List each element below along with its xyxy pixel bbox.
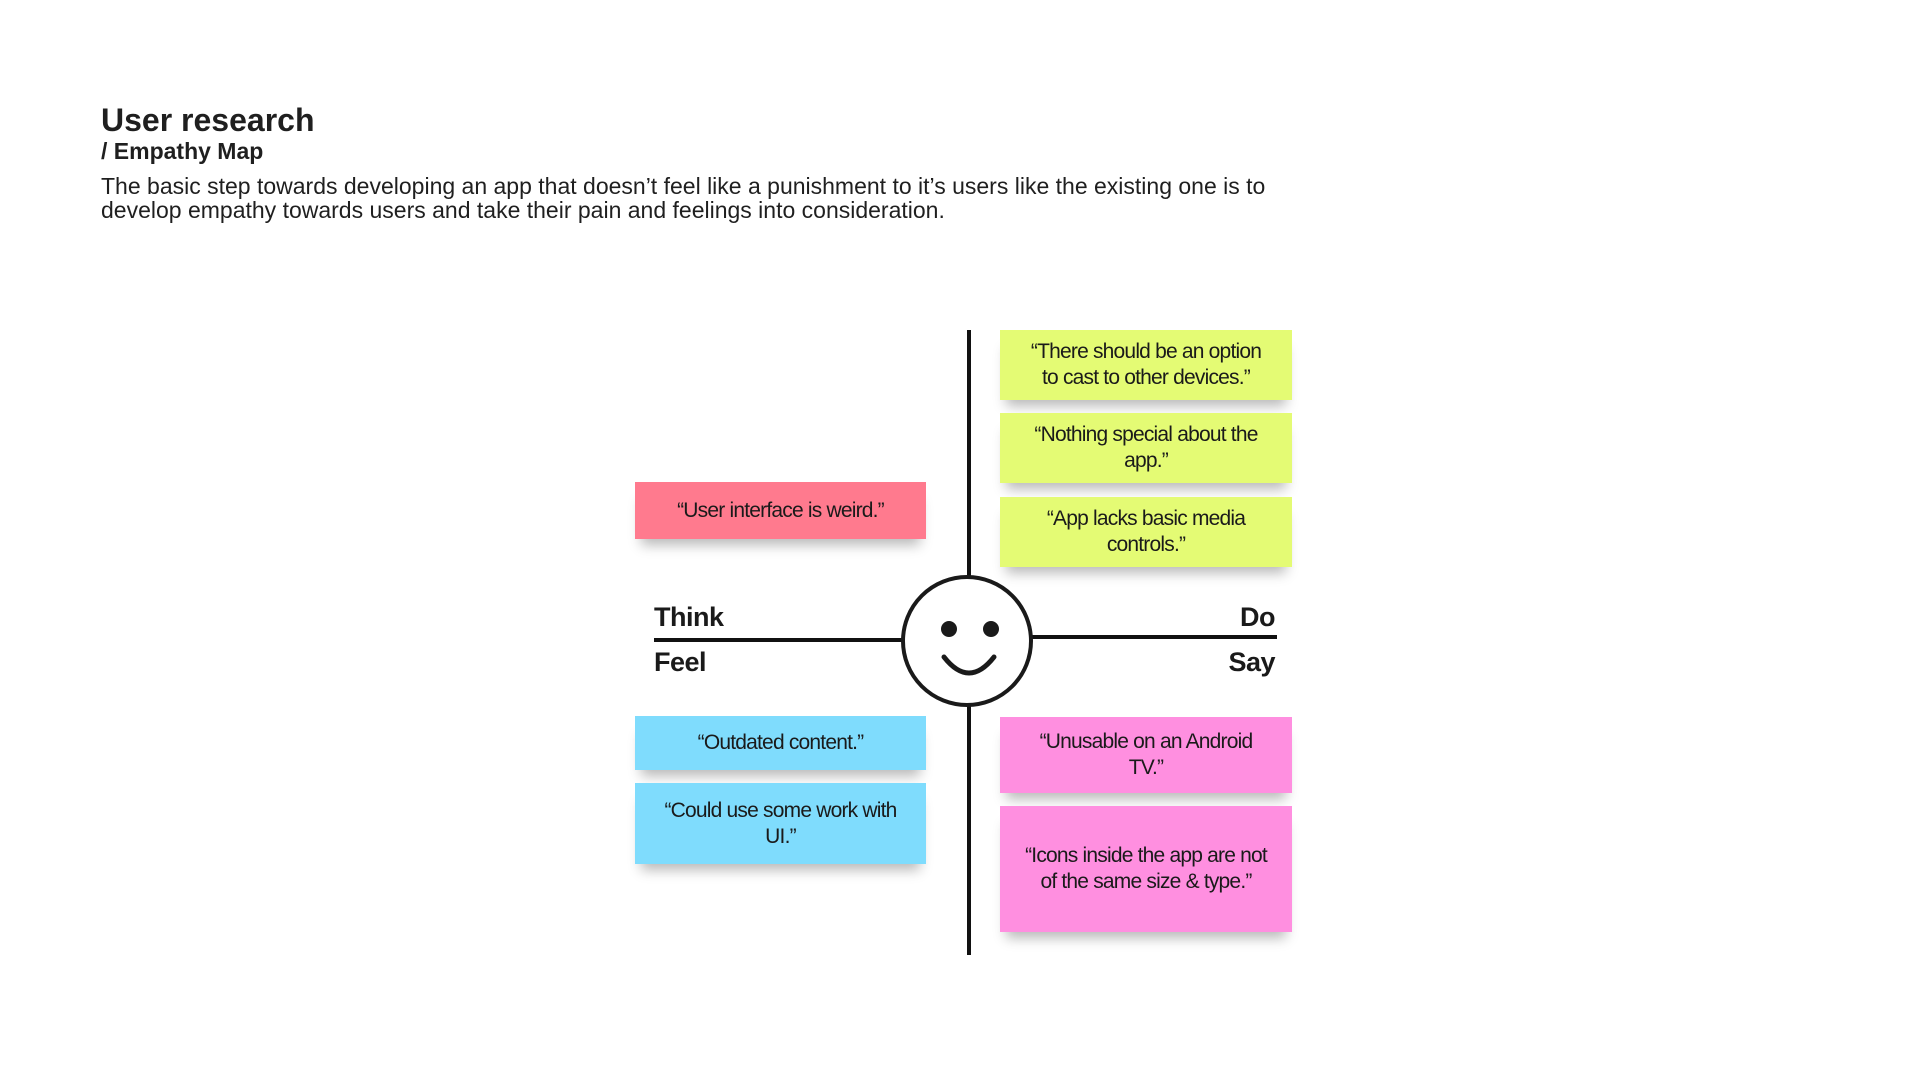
page-title: User research (101, 102, 315, 138)
quadrant-label-feel: Feel (654, 647, 707, 677)
smiley-face-icon (901, 575, 1033, 707)
quadrant-label-say: Say (1228, 647, 1275, 677)
horizontal-axis-right (1031, 635, 1277, 639)
sticky-note-text: “There should be an option to cast to ot… (1030, 340, 1262, 389)
sticky-note-think-1: “User interface is weird.” (635, 482, 926, 539)
sticky-note-text: “Icons inside the app are not of the sam… (1025, 844, 1268, 893)
quadrant-label-think: Think (654, 602, 724, 632)
sticky-note-say-2: “Icons inside the app are not of the sam… (1000, 806, 1292, 932)
sticky-note-do-2: “Nothing special about the app.” (1000, 413, 1292, 483)
horizontal-axis-left (654, 638, 903, 642)
sticky-note-text: “User interface is weird.” (677, 498, 885, 522)
sticky-note-feel-1: “Outdated content.” (635, 716, 926, 770)
sticky-note-do-3: “App lacks basic media controls.” (1000, 497, 1292, 567)
page-header: User research / Empathy Map The basic st… (101, 102, 1301, 222)
page-description: The basic step towards developing an app… (101, 173, 1266, 223)
sticky-note-do-1: “There should be an option to cast to ot… (1000, 330, 1292, 400)
sticky-note-text: “Nothing special about the app.” (1034, 423, 1258, 472)
vertical-axis-bottom (967, 705, 971, 955)
sticky-note-say-1: “Unusable on an Android TV.” (1000, 717, 1292, 793)
vertical-axis-top (967, 330, 971, 577)
sticky-note-text: “Outdated content.” (697, 731, 865, 754)
sticky-note-feel-2: “Could use some work with UI.” (635, 783, 926, 864)
page-subtitle: / Empathy Map (101, 138, 264, 164)
sticky-note-text: “Unusable on an Android TV.” (1039, 730, 1254, 779)
quadrant-label-do: Do (1240, 602, 1276, 632)
sticky-note-text: “Could use some work with UI.” (664, 798, 897, 848)
sticky-note-text: “App lacks basic media controls.” (1046, 507, 1246, 556)
